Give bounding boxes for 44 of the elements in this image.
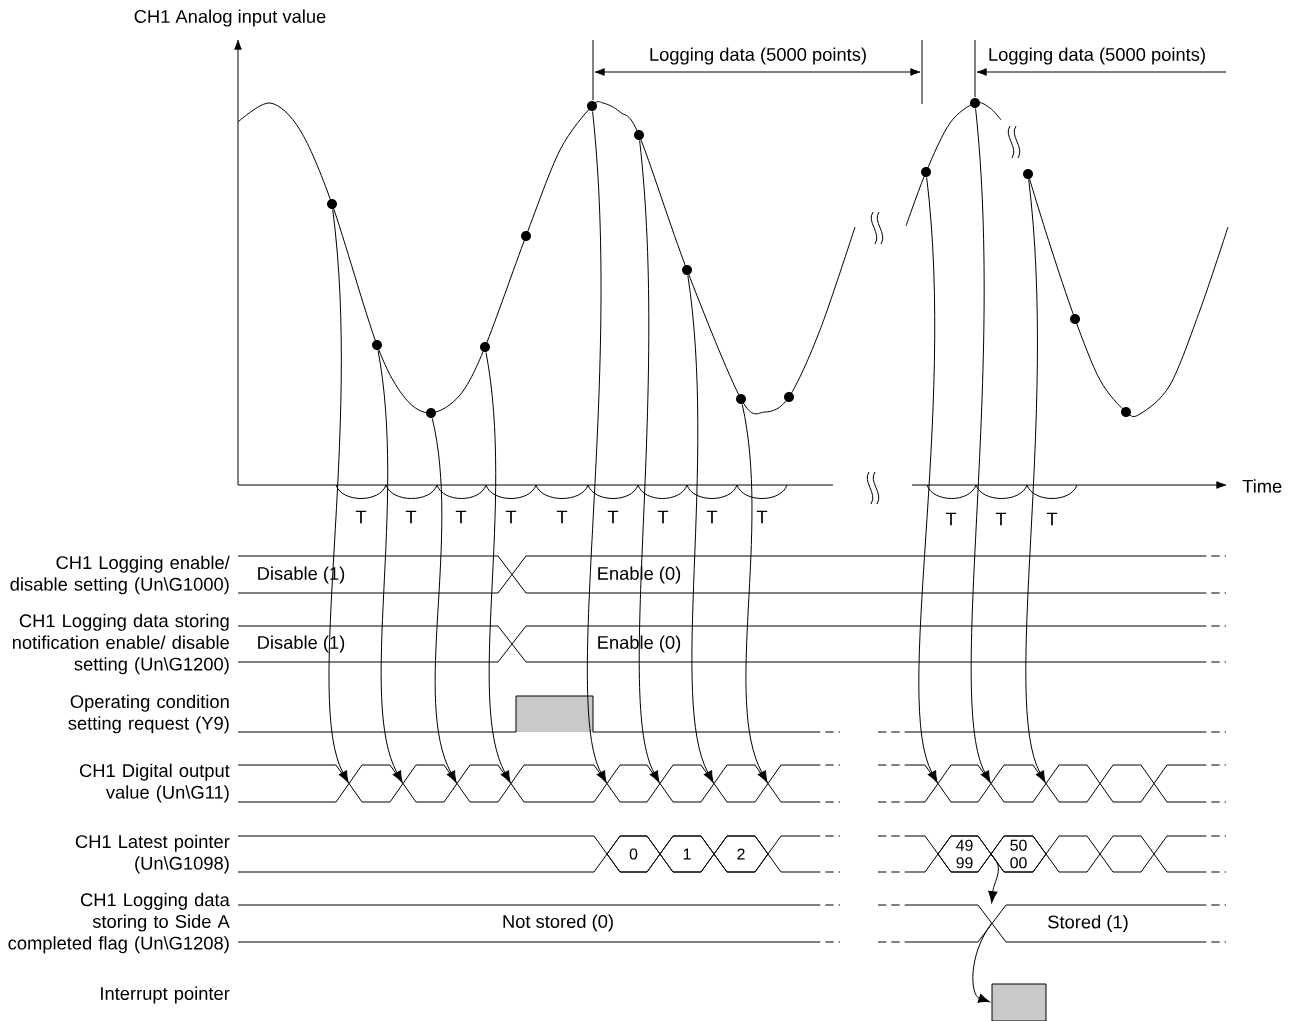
axis-label: Time bbox=[1242, 479, 1282, 493]
interval-label: T bbox=[455, 510, 467, 524]
axis-label: CH1 Analog input value bbox=[134, 9, 326, 27]
arrow bbox=[972, 923, 992, 1003]
interval-label: T bbox=[505, 510, 517, 524]
arrow bbox=[638, 139, 660, 783]
interval-label: T bbox=[1046, 512, 1058, 526]
arrow bbox=[431, 417, 457, 783]
interval-label: T bbox=[607, 510, 619, 524]
interval-label: T bbox=[355, 510, 367, 524]
value-cell: 2 bbox=[713, 835, 769, 873]
value-cell: 50 00 bbox=[990, 835, 1047, 873]
signal-name: CH1 Logging data storing to Side A completed flag (Un\G1208) bbox=[8, 892, 230, 954]
arrow bbox=[988, 853, 999, 903]
interval-label: T bbox=[556, 510, 568, 524]
arrow bbox=[485, 351, 511, 783]
arrow bbox=[970, 107, 991, 783]
state-value: Not stored (0) bbox=[503, 914, 613, 932]
signal-name: CH1 Latest pointer (Un\G1098) bbox=[75, 834, 230, 874]
arrow bbox=[1025, 178, 1046, 783]
timing-waveform: Stored (1) bbox=[877, 904, 1227, 943]
dimension-label: Logging data (5000 points) bbox=[650, 47, 866, 65]
signal-name: Operating condition setting request (Y9) bbox=[68, 694, 229, 734]
interval-label: T bbox=[756, 510, 768, 524]
value-cell: 0 bbox=[606, 835, 661, 873]
interval-label: T bbox=[706, 510, 718, 524]
arrow bbox=[918, 176, 938, 783]
arrow bbox=[687, 274, 714, 783]
value-cell: 1 bbox=[659, 835, 715, 873]
interval-label: T bbox=[945, 512, 957, 526]
interval-label: T bbox=[657, 510, 669, 524]
interrupt-pulse bbox=[991, 983, 1047, 1021]
interval-label: T bbox=[995, 512, 1007, 526]
arrow bbox=[741, 403, 768, 783]
dimension-label: Logging data (5000 points) bbox=[989, 47, 1205, 65]
arrow bbox=[328, 208, 349, 783]
signal-name: CH1 Logging enable/ disable setting (Un\G1000) bbox=[10, 555, 230, 595]
signal-name: CH1 Logging data storing notification enable/ disable setting (Un\G1200) bbox=[12, 613, 229, 675]
arrow bbox=[586, 110, 607, 783]
arrow bbox=[377, 349, 403, 783]
signal-name: CH1 Digital output value (Un\G11) bbox=[79, 763, 230, 803]
signal-name: Interrupt pointer bbox=[101, 986, 230, 1004]
interval-label: T bbox=[405, 510, 417, 524]
value-cell: 49 99 bbox=[937, 835, 992, 873]
